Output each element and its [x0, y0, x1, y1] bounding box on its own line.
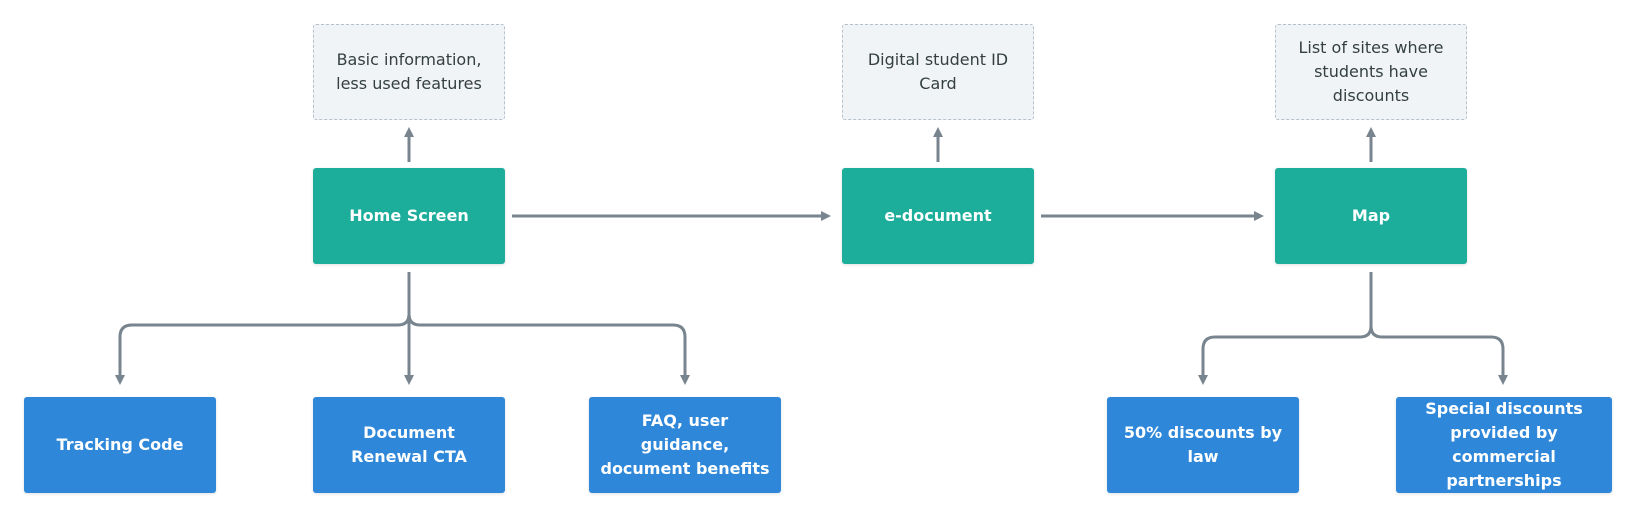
note-home-label: Basic information, less used features: [336, 50, 482, 93]
document-renewal-label: Document Renewal CTA: [351, 423, 467, 466]
connector-map-to-special: [1369, 272, 1508, 385]
connector-map-to-law: [1198, 272, 1373, 385]
node-faq: FAQ, user guidance, document benefits: [589, 397, 781, 493]
node-e-document: e-document: [842, 168, 1034, 264]
faq-label: FAQ, user guidance, document benefits: [600, 411, 770, 478]
discounts-law-label: 50% discounts by law: [1123, 423, 1283, 466]
e-document-label: e-document: [884, 206, 992, 225]
note-map-label: List of sites where students have discou…: [1298, 38, 1444, 105]
node-map: Map: [1275, 168, 1467, 264]
node-document-renewal: Document Renewal CTA: [313, 397, 505, 493]
tracking-code-label: Tracking Code: [56, 435, 184, 454]
special-discounts-label: Special discounts provided by commercial…: [1425, 399, 1583, 490]
node-special-discounts: Special discounts provided by commercial…: [1396, 397, 1612, 493]
note-digital-id: Digital student ID Card: [842, 24, 1034, 120]
note-home-basic-info: Basic information, less used features: [313, 24, 505, 120]
note-edoc-label: Digital student ID Card: [867, 50, 1009, 93]
connector-home-to-faq: [407, 272, 690, 385]
node-tracking-code: Tracking Code: [24, 397, 216, 493]
node-discounts-by-law: 50% discounts by law: [1107, 397, 1299, 493]
home-screen-label: Home Screen: [349, 206, 469, 225]
connector-home-to-tracking: [115, 272, 411, 385]
note-discount-sites: List of sites where students have discou…: [1275, 24, 1467, 120]
map-label: Map: [1351, 206, 1391, 225]
node-home-screen: Home Screen: [313, 168, 505, 264]
